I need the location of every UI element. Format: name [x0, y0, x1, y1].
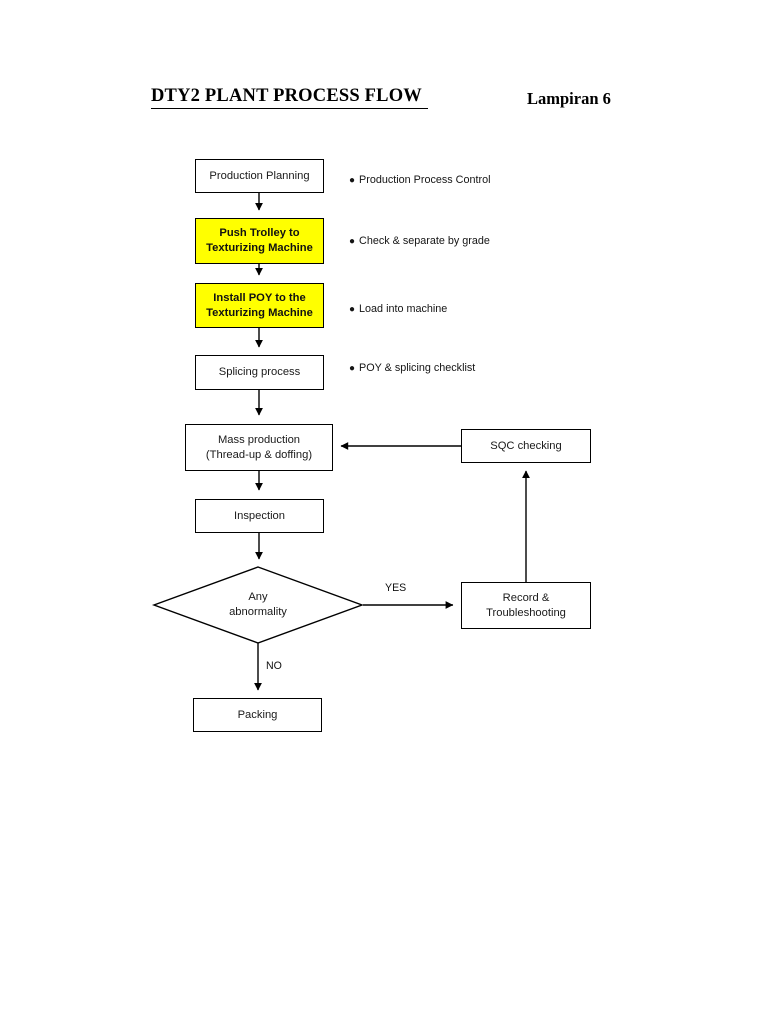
bullet-icon: ●	[349, 362, 356, 374]
node-install-poy[interactable]: Install POY to the Texturizing Machine	[195, 283, 324, 328]
node-label: SQC checking	[490, 439, 562, 452]
node-label: Install POY to the Texturizing Machine	[206, 291, 313, 319]
bullet-icon: ●	[349, 174, 356, 186]
node-label: Mass production (Thread-up & doffing)	[205, 433, 313, 461]
node-label: Any abnormality	[229, 591, 287, 618]
node-sqc-checking[interactable]: SQC checking	[461, 429, 591, 463]
node-inspection[interactable]: Inspection	[195, 499, 324, 533]
node-label: Packing	[237, 708, 278, 721]
annotation-poy-splicing-checklist: ●POY & splicing checklist	[349, 361, 475, 375]
annotation-text: POY & splicing checklist	[359, 362, 476, 374]
node-mass-production[interactable]: Mass production (Thread-up & doffing)	[185, 424, 333, 471]
node-push-trolley[interactable]: Push Trolley to Texturizing Machine	[195, 218, 324, 264]
annotation-text: Load into machine	[359, 303, 448, 315]
bullet-icon: ●	[349, 235, 356, 247]
node-packing[interactable]: Packing	[193, 698, 322, 732]
annotation-load-into-machine: ●Load into machine	[349, 302, 447, 316]
node-splicing-process[interactable]: Splicing process	[195, 355, 324, 390]
annotation-text: Check & separate by grade	[359, 235, 490, 247]
page-title: DTY2 PLANT PROCESS FLOW	[151, 86, 429, 109]
edge-label-yes: YES	[385, 582, 407, 594]
document-reference-label: Lampiran 6	[527, 89, 611, 108]
node-production-planning[interactable]: Production Planning	[195, 159, 324, 193]
node-label: Splicing process	[218, 366, 301, 379]
node-label: Record & Troubleshooting	[486, 591, 566, 619]
annotation-text: Production Process Control	[359, 174, 491, 186]
node-any-abnormality[interactable]: Any abnormality	[151, 566, 365, 644]
bullet-icon: ●	[349, 303, 356, 315]
annotation-production-process-control: ●Production Process Control	[349, 173, 490, 187]
node-label: Inspection	[234, 509, 285, 522]
edge-label-no: NO	[266, 660, 282, 672]
node-label: Push Trolley to Texturizing Machine	[206, 227, 313, 254]
node-label: Production Planning	[209, 169, 310, 182]
diamond-shape	[151, 566, 365, 644]
node-record-troubleshooting[interactable]: Record & Troubleshooting	[461, 582, 591, 629]
annotation-check-separate-by-grade: ●Check & separate by grade	[349, 234, 490, 248]
